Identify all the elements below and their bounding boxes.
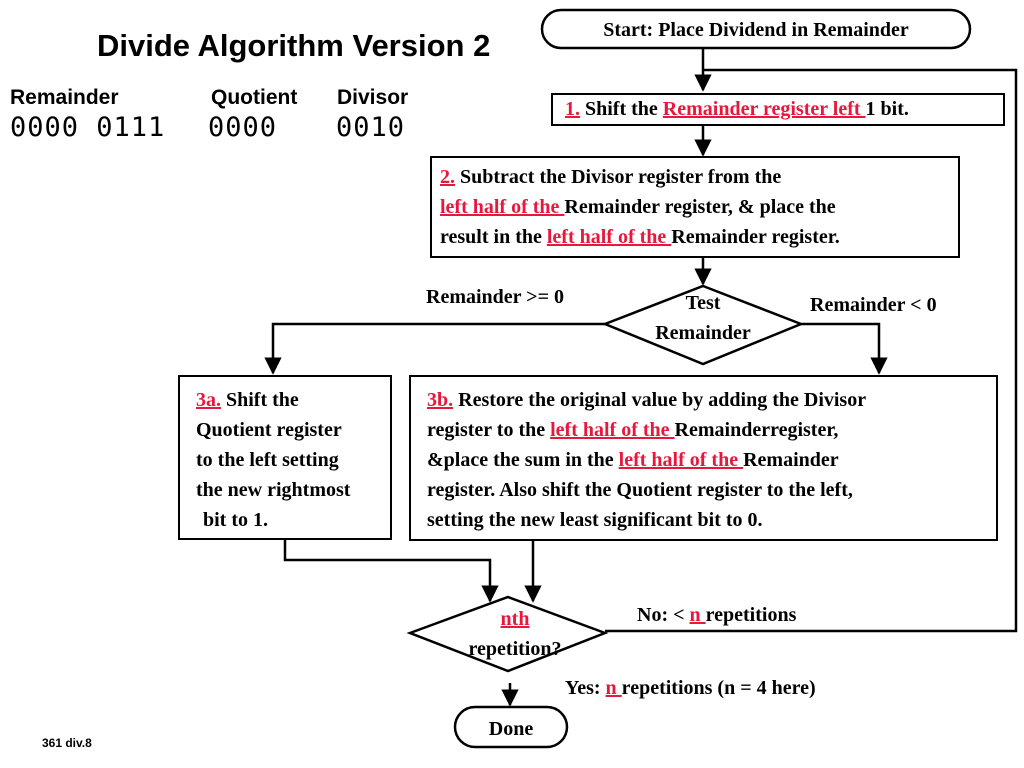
step2-line1: Subtract the Divisor register from the [460, 166, 782, 188]
step3b-box: 3b. Restore the original value by adding… [409, 375, 998, 541]
arrow-3a-to-nth [283, 540, 499, 603]
step3b-highlight-2: left half of the [618, 449, 744, 471]
step2-highlight-1: left half of the [440, 196, 565, 218]
step2-box: 2. Subtract the Divisor register from th… [430, 156, 960, 258]
step2-line3-end: Remainder register. [671, 226, 840, 248]
step3a-line5: bit to 1. [203, 509, 268, 531]
no-label-n: n [689, 604, 706, 626]
step3a-line1: Shift the [226, 389, 299, 411]
divisor-value: 0010 [336, 112, 406, 143]
step3b-line4: register. Also shift the Quotient regist… [427, 479, 853, 501]
step1-highlight: Remainder register left [662, 98, 866, 120]
step3b-line3: &place the sum in the [427, 449, 619, 471]
step3a-number: 3a. [196, 389, 221, 411]
quotient-label: Quotient [211, 86, 298, 109]
done-label: Done [488, 718, 534, 740]
yes-label-pre: Yes: [565, 677, 606, 699]
nth-line2: repetition? [468, 638, 562, 660]
quotient-value: 0000 [208, 112, 278, 143]
nth-diamond-label: nth repetition? [410, 604, 620, 664]
step3a-box: 3a. Shift the Quotient register to the l… [178, 375, 392, 540]
step2-line2: Remainder register, & place the [564, 196, 836, 218]
page-title: Divide Algorithm Version 2 [97, 28, 491, 63]
no-label-post: repetitions [705, 604, 797, 626]
test-line2: Remainder [655, 322, 751, 344]
step3b-line3-end: Remainder [743, 449, 839, 471]
remainder-label: Remainder [10, 86, 119, 109]
nth-highlight: nth [500, 608, 530, 630]
test-diamond-label: Test Remainder [605, 288, 801, 348]
test-line1: Test [685, 292, 721, 314]
step3a-line3: to the left setting [196, 449, 339, 471]
step3a-line4: the new rightmost [196, 479, 351, 501]
step3b-number: 3b. [427, 389, 454, 411]
test-remainder-diamond [601, 284, 805, 366]
step1-text: Shift the [585, 98, 663, 120]
branch-lt-label: Remainder < 0 [810, 294, 937, 316]
yes-label-post: repetitions (n = 4 here) [621, 677, 816, 699]
loop-back-line [605, 68, 1018, 633]
step2-highlight-2: left half of the [546, 226, 672, 248]
branch-lt-line [801, 322, 888, 375]
divisor-label: Divisor [337, 86, 409, 109]
nth-repetition-diamond [406, 595, 609, 673]
step3b-line5: setting the new least significant bit to… [427, 509, 763, 531]
slide-footer: 361 div.8 [42, 736, 92, 750]
step3b-highlight-1: left half of the [550, 419, 675, 441]
done-terminal [453, 705, 569, 749]
step2-line3: result in the [440, 226, 547, 248]
remainder-value: 0000 0111 [10, 112, 166, 143]
step3b-line2-end: Remainderregister, [674, 419, 839, 441]
yes-label-n: n [605, 677, 622, 699]
start-terminal [540, 8, 972, 50]
step3b-line2: register to the [427, 419, 551, 441]
step1-box: 1. Shift the Remainder register left 1 b… [551, 93, 1005, 126]
no-label-pre: No: < [637, 604, 690, 626]
start-label: Start: Place Dividend in Remainder [603, 19, 909, 41]
step2-number: 2. [440, 166, 455, 188]
step3a-line2: Quotient register [196, 419, 342, 441]
no-branch-label: No: < n repetitions [637, 604, 796, 627]
step3b-line1: Restore the original value by adding the… [458, 389, 867, 411]
step1-text-end: 1 bit. [865, 98, 909, 120]
branch-ge-label: Remainder >= 0 [426, 286, 564, 308]
step1-number: 1. [565, 98, 580, 120]
branch-ge-line [264, 322, 605, 375]
yes-branch-label: Yes: n repetitions (n = 4 here) [565, 677, 816, 700]
